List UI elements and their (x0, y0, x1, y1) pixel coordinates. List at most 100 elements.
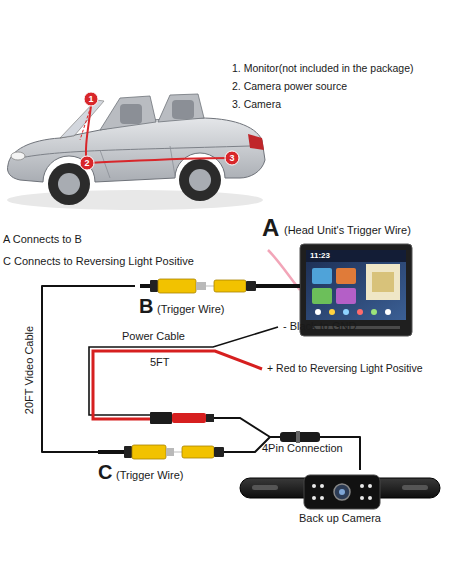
rca-plug-b (150, 280, 158, 292)
car-illustration (172, 100, 194, 119)
car-illustration (248, 134, 264, 150)
power-cable (214, 418, 270, 437)
cable-label: 20FT Video Cable (23, 326, 36, 414)
head-unit-monitor (343, 309, 349, 315)
backup-camera-body (368, 484, 372, 488)
backup-camera-body (312, 484, 316, 488)
car-illustration (158, 94, 204, 122)
car-illustration (80, 106, 91, 140)
trigger-plug: B (Trigger Wire) (135, 276, 229, 322)
rca-plug-b (140, 279, 214, 293)
rca-socket-c (182, 446, 224, 458)
node-text: (Trigger Wire) (116, 469, 183, 482)
head-unit-monitor (385, 309, 391, 315)
rca-plug-c (124, 446, 132, 458)
callout-number: 3 (229, 153, 234, 163)
rca-socket-a (256, 284, 300, 288)
head-unit-monitor (268, 244, 412, 336)
rca-plug-c (166, 448, 174, 456)
trigger-plug: C (Trigger Wire) (98, 443, 198, 488)
backup-camera-body (312, 496, 316, 500)
backup-camera-body (320, 496, 324, 500)
rca-plug-b (140, 284, 150, 288)
car-illustration (86, 106, 232, 163)
rca-plug-c (132, 445, 166, 459)
plug-letter: C (98, 461, 112, 484)
node-text: Back up Camera (299, 512, 381, 525)
wiring-note: A Connects to B (3, 233, 82, 246)
head-unit-monitor (306, 250, 406, 262)
node-text: (Trigger Wire) (157, 303, 224, 316)
car-illustration (58, 173, 80, 195)
rca-socket-a (214, 280, 246, 292)
power-cable (172, 413, 206, 423)
car-illustration (8, 118, 266, 182)
head-unit-monitor (329, 309, 335, 315)
backup-camera-body (339, 489, 345, 495)
head-unit-monitor (372, 272, 394, 292)
rca-plug-b (196, 282, 206, 290)
legend-note: 1. Monitor(not included in the package) (232, 62, 414, 74)
backup-camera-body (360, 496, 364, 500)
rca-socket-a (246, 281, 256, 291)
plug-letter: A (262, 214, 279, 242)
car-illustration (11, 152, 25, 160)
rca-socket-a (214, 280, 300, 292)
car-illustration (7, 190, 263, 210)
head-unit-monitor (306, 250, 406, 320)
cable-name: Power Cable (122, 330, 185, 343)
plug-letter: B (139, 295, 153, 318)
four-pin-connector (296, 431, 300, 443)
camera-box: Back up Camera (240, 470, 440, 530)
head-unit-monitor (312, 268, 332, 284)
rca-plug-c (98, 445, 182, 459)
head-unit-monitor (371, 309, 377, 315)
head-unit-monitor (336, 288, 356, 304)
backup-camera-body (240, 475, 440, 509)
backup-camera-body (304, 475, 380, 509)
backup-camera-body (320, 484, 324, 488)
head-unit-monitor (336, 268, 356, 284)
rca-plug-b (158, 279, 196, 293)
backup-camera-body (402, 485, 428, 490)
backup-camera-body (252, 485, 278, 490)
backup-camera-body (368, 496, 372, 500)
callout-number: 2 (84, 158, 89, 168)
car-illustration (7, 94, 265, 210)
power-cable (93, 351, 262, 419)
legend-note: 3. Camera (232, 98, 281, 110)
cable-wire (42, 286, 135, 452)
power-cable (89, 327, 278, 415)
screen-clock: 11:23 (310, 251, 330, 260)
car-illustration (120, 104, 142, 124)
car-illustration (100, 96, 156, 130)
legend-note: 2. Camera power source (232, 80, 347, 92)
cable-wire (198, 437, 360, 470)
rca-socket-c (182, 446, 214, 458)
car-illustration (179, 159, 221, 201)
four-pin-connector (280, 431, 320, 443)
head-unit-monitor (357, 309, 363, 315)
callout-number: 1 (88, 94, 93, 104)
callout-marker (225, 151, 239, 165)
power-cable (150, 412, 172, 424)
head-unit-monitor (315, 309, 321, 315)
power-cable (89, 327, 278, 437)
car-illustration (20, 146, 250, 158)
cable-length: 5FT (150, 356, 170, 369)
callout-marker (80, 156, 94, 170)
rca-plug-c (174, 451, 182, 453)
callout-marker (80, 92, 239, 170)
node-text: (Head Unit's Trigger Wire) (284, 224, 411, 237)
head-unit-monitor (366, 264, 400, 300)
wiring-note: C Connects to Reversing Light Positive (3, 255, 194, 268)
power-cable (206, 414, 214, 422)
backup-camera-body (334, 484, 350, 500)
four-pin-connector (280, 432, 320, 442)
head-unit: A (Head Unit's Trigger Wire) (262, 216, 415, 338)
callout-marker (84, 92, 98, 106)
rca-plug-b (206, 285, 214, 287)
car-illustration (189, 169, 211, 191)
rca-socket-c (214, 447, 224, 457)
